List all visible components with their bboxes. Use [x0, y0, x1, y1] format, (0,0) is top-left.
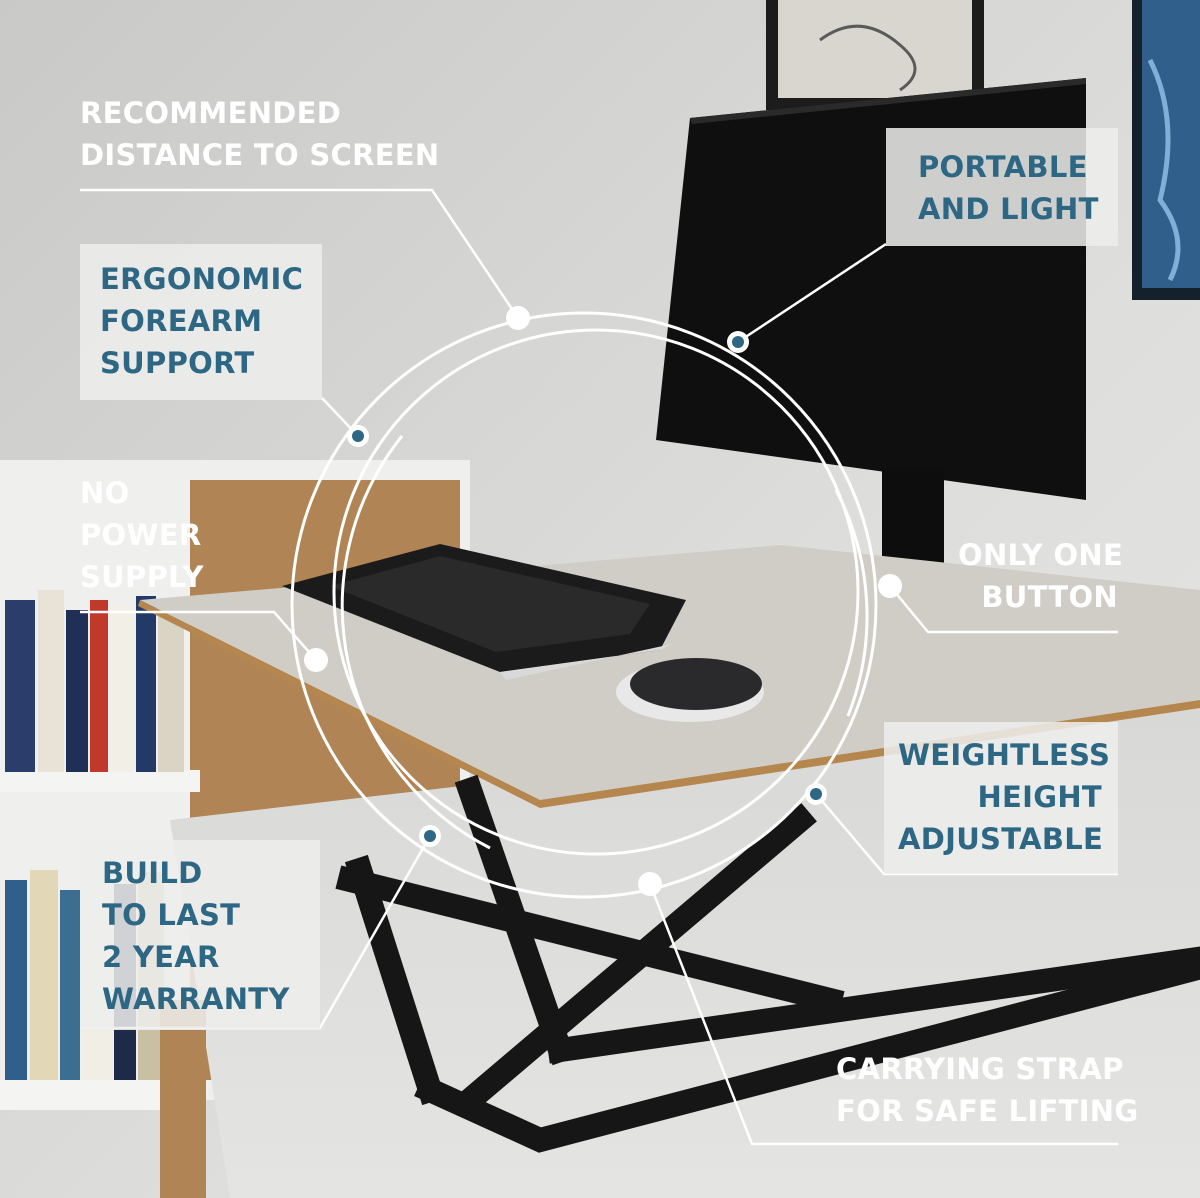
callout-strap: CARRYING STRAP FOR SAFE LIFTING: [836, 1048, 1139, 1132]
callout-button-line: BUTTON: [981, 580, 1118, 614]
callout-strap-line: CARRYING STRAP: [836, 1052, 1124, 1086]
arc-right: [834, 489, 869, 717]
dot-power: [304, 648, 328, 672]
callout-ergonomic-line: SUPPORT: [100, 346, 255, 380]
callout-distance: RECOMMENDED DISTANCE TO SCREEN: [80, 92, 440, 176]
callout-distance-line: DISTANCE TO SCREEN: [80, 138, 440, 172]
callout-build-line: BUILD: [102, 856, 203, 890]
callout-power-line: SUPPLY: [80, 560, 204, 594]
callout-portable-line: PORTABLE: [918, 150, 1088, 184]
callout-portable: PORTABLE AND LIGHT: [918, 146, 1099, 230]
callout-ergonomic: ERGONOMIC FOREARM SUPPORT: [100, 258, 303, 384]
weightless-label-box: [884, 722, 1118, 874]
outer-ring: [290, 311, 878, 899]
dot-button: [878, 574, 902, 598]
dot-build: [424, 830, 436, 842]
dot-portable: [732, 336, 744, 348]
callout-power: NO POWER SUPPLY: [80, 472, 204, 598]
arc-left: [340, 435, 491, 850]
callout-build: BUILD TO LAST 2 YEAR WARRANTY: [102, 852, 290, 1020]
dot-weightless: [810, 788, 822, 800]
callout-power-line: NO: [80, 476, 130, 510]
callout-build-line: WARRANTY: [102, 982, 290, 1016]
scissor-frame: [335, 774, 1200, 1153]
callout-ergonomic-line: FOREARM: [100, 304, 263, 338]
callout-ergonomic-line: ERGONOMIC: [100, 262, 304, 296]
desk-leg: [160, 1000, 206, 1198]
portable-label-box: [886, 128, 1118, 246]
callout-build-line: 2 YEAR: [102, 940, 220, 974]
callout-weightless-line: WEIGHTLESS: [898, 738, 1111, 772]
callout-weightless-line: ADJUSTABLE: [898, 822, 1104, 856]
build-label-box: [80, 840, 320, 1030]
callout-button-line: ONLY ONE: [958, 538, 1124, 572]
callout-power-line: POWER: [80, 518, 202, 552]
keyboard: [282, 544, 686, 680]
callout-dots: [304, 306, 902, 896]
callout-weightless-line: HEIGHT: [977, 780, 1102, 814]
callout-distance-line: RECOMMENDED: [80, 96, 342, 130]
dot-distance: [506, 306, 530, 330]
callout-button: ONLY ONE BUTTON: [958, 534, 1124, 618]
wall-art: [766, 0, 1200, 300]
dot-ergonomic: [352, 430, 364, 442]
callout-portable-line: AND LIGHT: [918, 192, 1099, 226]
mouse: [616, 658, 764, 722]
inner-ring: [332, 328, 860, 856]
callout-build-line: TO LAST: [102, 898, 241, 932]
dot-strap: [638, 872, 662, 896]
callout-strap-line: FOR SAFE LIFTING: [836, 1094, 1139, 1128]
callout-weightless: WEIGHTLESS HEIGHT ADJUSTABLE: [898, 734, 1111, 860]
ergonomic-label-box: [80, 244, 322, 400]
